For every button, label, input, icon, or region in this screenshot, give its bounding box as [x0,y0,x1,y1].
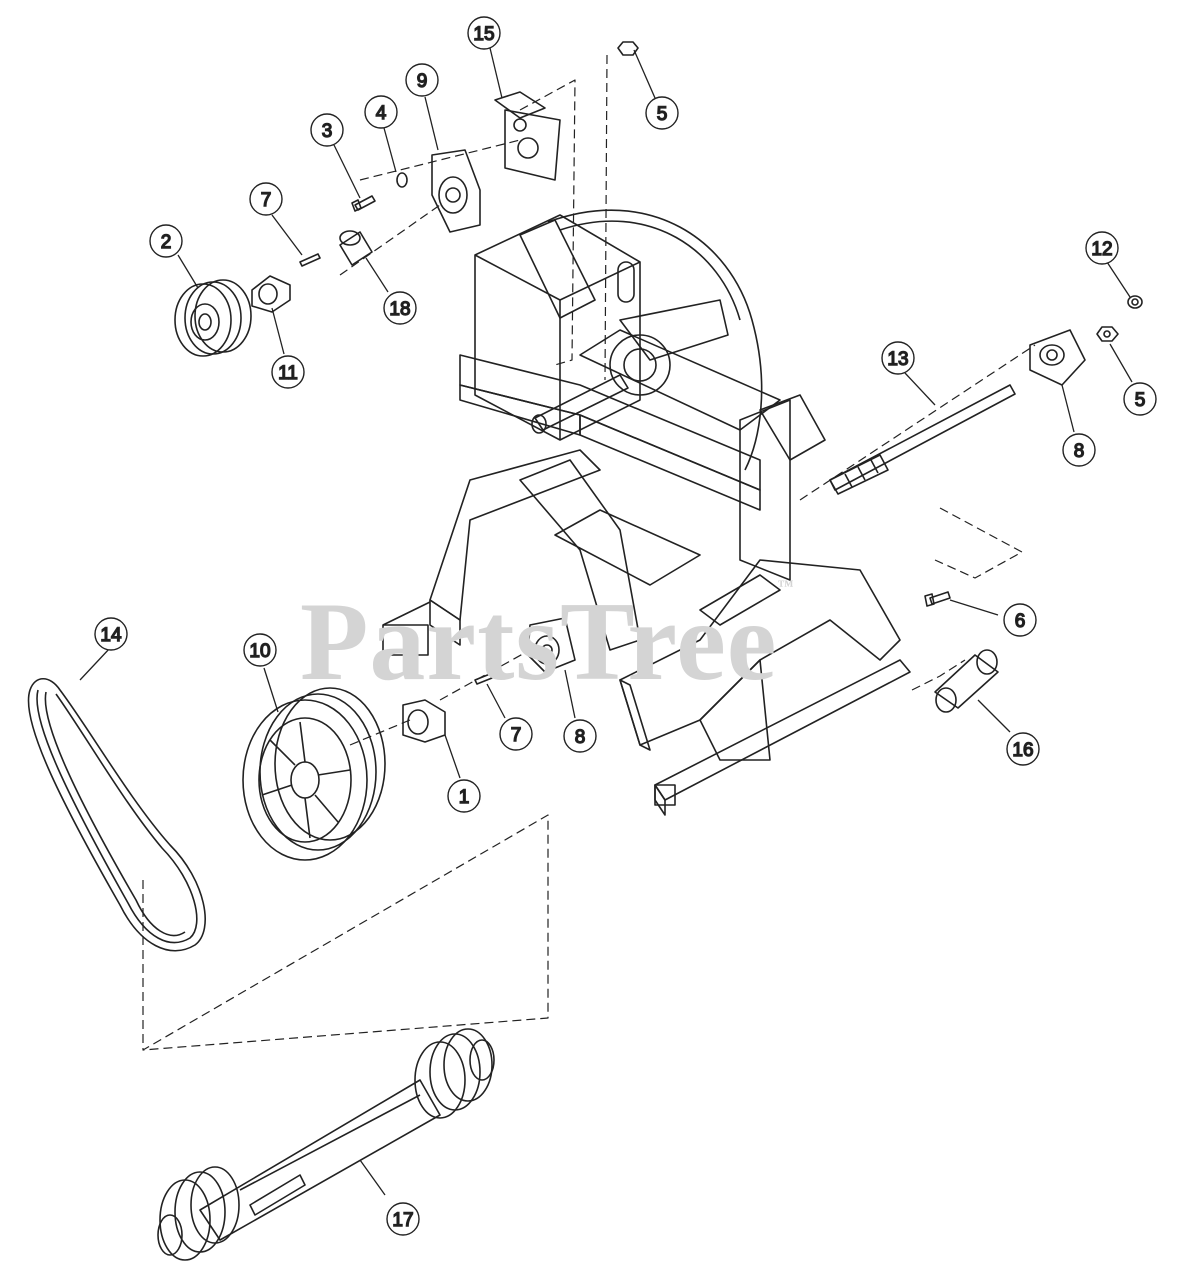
frame-housing [474,214,729,441]
callouts: 15 5 9 4 3 7 2 18 11 12 13 5 8 6 14 10 7… [94,16,1157,1236]
tube-16 [934,649,999,713]
callout-4: 4 [364,95,398,129]
callout-label: 16 [1012,740,1033,761]
callout-11: 11 [271,355,305,389]
callout-6: 6 [1003,603,1037,637]
callout-label: 7 [261,190,272,211]
callout-label: 18 [389,299,410,320]
callout-label: 7 [511,725,522,746]
shaft-tube [531,374,629,434]
callout-18: 18 [383,291,417,325]
callout-7-upper: 7 [249,182,283,216]
callout-label: 12 [1091,239,1112,260]
callout-label: 9 [417,71,428,92]
washer-4 [396,172,408,188]
hub-1 [402,699,446,743]
washer-12 [1127,295,1143,309]
callout-8-upper: 8 [1062,433,1096,467]
callout-label: 17 [392,1210,413,1231]
bearing-lower [527,617,576,673]
hub-11 [251,275,291,313]
callout-label: 8 [575,727,586,748]
callout-label: 8 [1074,441,1085,462]
callout-12: 12 [1085,231,1119,265]
callout-15: 15 [467,16,501,50]
nut-top [617,41,639,56]
callout-label: 5 [657,104,668,125]
callout-9: 9 [405,63,439,97]
side-plate [739,394,826,581]
bolt-6 [924,591,951,607]
callout-16: 16 [1006,732,1040,766]
callout-5-top: 5 [645,96,679,130]
belt-14 [27,677,206,952]
rotor-shaft [829,384,1016,495]
cross-channel [459,329,781,511]
callout-3: 3 [310,113,344,147]
callout-label: 13 [887,349,908,370]
cutter-disc [547,209,763,471]
spacer-18 [339,230,373,266]
callout-label: 3 [322,121,333,142]
callout-13: 13 [881,341,915,375]
leader-lines [79,47,1133,1196]
alignment-lines [142,54,1036,1051]
pulley-2 [174,279,252,357]
callout-label: 10 [249,641,270,662]
callout-label: 5 [1135,390,1146,411]
key-7-upper [299,253,321,267]
callout-label: 4 [376,103,387,124]
pto-driveline [157,1028,495,1261]
plate-15 [494,91,561,181]
callout-2: 2 [149,224,183,258]
key-7-lower [474,673,493,685]
callout-label: 1 [459,787,470,808]
callout-8-lower: 8 [563,719,597,753]
callout-7-lower: 7 [499,717,533,751]
callout-label: 11 [278,363,298,384]
bearing-upper [1029,329,1086,386]
pulley-10 [242,687,386,861]
callout-label: 2 [161,232,172,253]
stand-right [619,559,911,816]
callout-label: 15 [473,24,494,45]
callout-1: 1 [447,779,481,813]
bolt-3 [351,195,376,212]
stand-left [382,449,701,656]
bearing-9 [431,149,481,233]
callout-14: 14 [94,617,128,651]
callout-label: 14 [100,625,122,646]
callout-10: 10 [243,633,277,667]
nut-right [1096,326,1119,342]
callout-label: 6 [1015,611,1026,632]
callout-5-right: 5 [1123,382,1157,416]
callout-17: 17 [386,1202,420,1236]
